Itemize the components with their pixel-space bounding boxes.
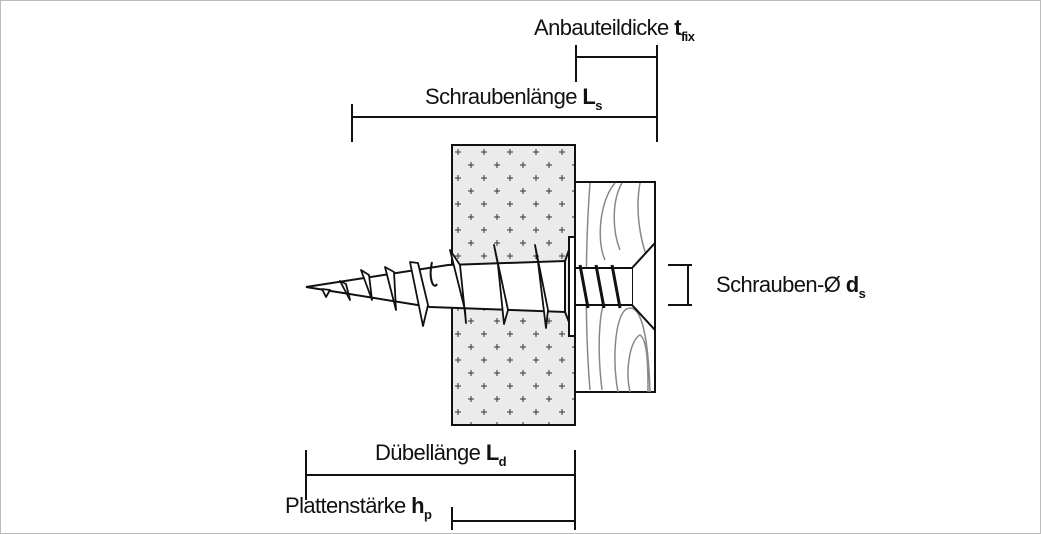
fixture-thickness-dimension: Anbauteildicke tfix <box>534 15 696 82</box>
screw-length-dimension: Schraubenlänge Ls <box>351 82 658 142</box>
screw-diameter-dimension: Schrauben-Ø ds <box>668 264 866 306</box>
fixture-thickness-label: Anbauteildicke tfix <box>534 15 696 44</box>
screw-length-label: Schraubenlänge Ls <box>425 84 602 113</box>
anchor-length-dimension: Dübellänge Ld <box>305 440 576 500</box>
board-thickness-dimension: Plattenstärke hp <box>285 493 576 530</box>
board-thickness-label: Plattenstärke hp <box>285 493 432 522</box>
screw-diameter-label: Schrauben-Ø ds <box>716 272 866 301</box>
anchor-length-label: Dübellänge Ld <box>375 440 507 469</box>
anchor-dowel <box>305 236 576 337</box>
wood-fixture <box>574 181 656 393</box>
